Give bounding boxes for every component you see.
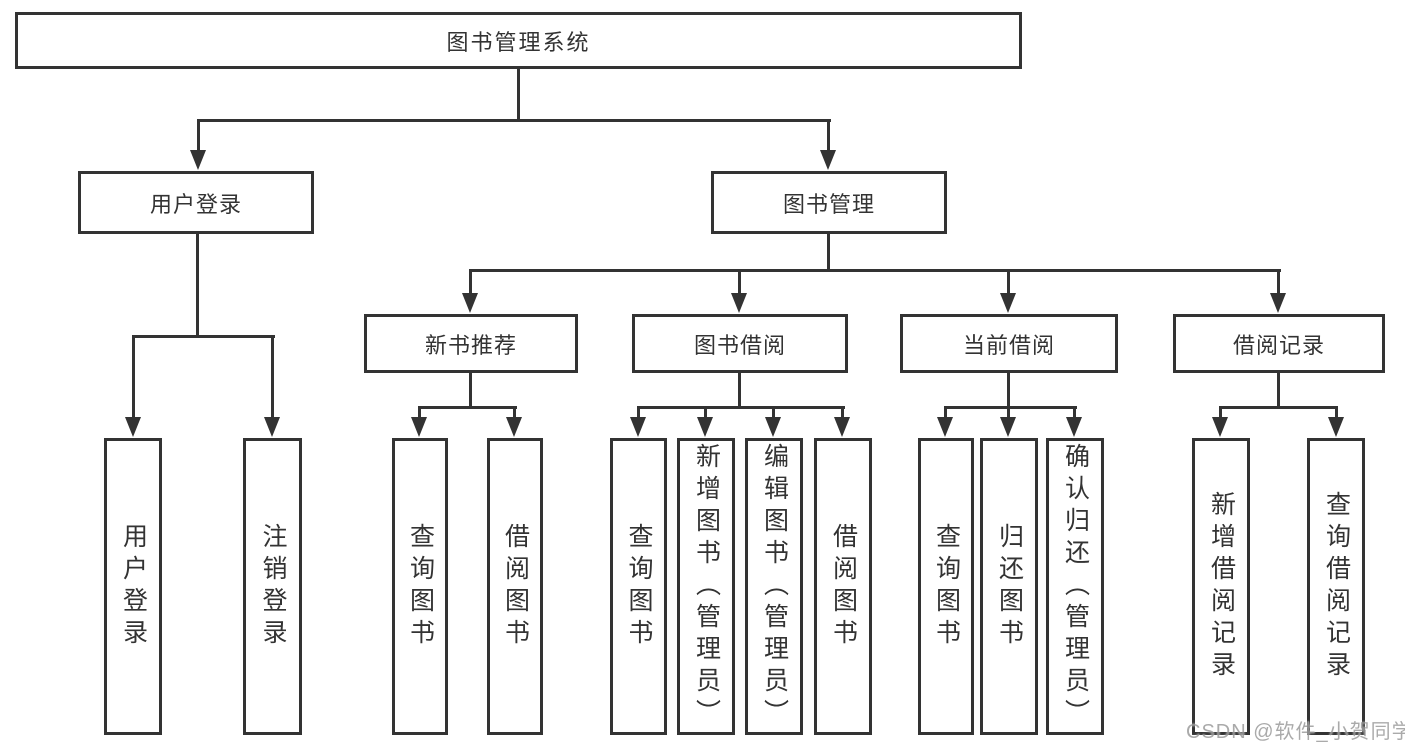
connector-line bbox=[196, 234, 199, 337]
node-label: 图书管理 bbox=[782, 191, 875, 217]
node-label: 新增图书（管理员） bbox=[692, 442, 721, 731]
node-label: 新增借阅记录 bbox=[1207, 490, 1236, 683]
connector-line bbox=[517, 69, 520, 122]
arrow-down-icon bbox=[1212, 417, 1228, 437]
arrow-down-icon bbox=[937, 417, 953, 437]
arrow-down-icon bbox=[820, 150, 836, 170]
connector-line bbox=[1277, 373, 1280, 408]
leaf-edit-book-admin: 编辑图书（管理员） bbox=[745, 438, 803, 735]
connector-line bbox=[1335, 406, 1338, 422]
connector-line bbox=[827, 119, 830, 153]
arrow-down-icon bbox=[506, 417, 522, 437]
connector-line bbox=[469, 269, 472, 296]
leaf-user-login: 用户登录 bbox=[104, 438, 162, 735]
node-label: 借阅图书 bbox=[829, 522, 858, 651]
leaf-query-borrow-record: 查询借阅记录 bbox=[1307, 438, 1365, 735]
arrow-down-icon bbox=[190, 150, 206, 170]
connector-line bbox=[197, 119, 200, 153]
connector-line bbox=[841, 406, 844, 422]
connector-line bbox=[132, 335, 135, 421]
leaf-borrow-books-recommend: 借阅图书 bbox=[487, 438, 543, 735]
node-label: 查询图书 bbox=[932, 522, 961, 651]
leaf-confirm-return-admin: 确认归还（管理员） bbox=[1046, 438, 1104, 735]
node-book-management: 图书管理 bbox=[711, 171, 947, 234]
arrow-down-icon bbox=[1000, 417, 1016, 437]
connector-line bbox=[827, 234, 830, 271]
arrow-down-icon bbox=[1000, 293, 1016, 313]
node-user-login: 用户登录 bbox=[78, 171, 314, 234]
connector-line bbox=[944, 406, 1077, 409]
node-current-borrowing: 当前借阅 bbox=[900, 314, 1118, 373]
node-label: 用户登录 bbox=[119, 522, 148, 651]
connector-line bbox=[637, 406, 640, 422]
leaf-query-books-recommend: 查询图书 bbox=[392, 438, 448, 735]
node-label: 图书借阅 bbox=[693, 332, 786, 358]
connector-line bbox=[1007, 373, 1010, 408]
connector-line bbox=[637, 406, 845, 409]
arrow-down-icon bbox=[630, 417, 646, 437]
connector-line bbox=[1073, 406, 1076, 422]
arrow-down-icon bbox=[834, 417, 850, 437]
connector-line bbox=[738, 269, 741, 296]
arrow-down-icon bbox=[1270, 293, 1286, 313]
leaf-query-books-borrow: 查询图书 bbox=[610, 438, 667, 735]
leaf-add-borrow-record: 新增借阅记录 bbox=[1192, 438, 1250, 735]
node-label: 当前借阅 bbox=[962, 332, 1055, 358]
node-label: 注销登录 bbox=[259, 522, 287, 651]
node-label: 查询图书 bbox=[406, 522, 435, 651]
connector-line bbox=[738, 373, 741, 408]
node-borrowing-records: 借阅记录 bbox=[1173, 314, 1385, 373]
connector-line bbox=[469, 269, 1281, 272]
arrow-down-icon bbox=[765, 417, 781, 437]
node-label: 用户登录 bbox=[149, 191, 242, 217]
arrow-down-icon bbox=[411, 417, 427, 437]
node-label: 借阅记录 bbox=[1232, 332, 1325, 358]
arrow-down-icon bbox=[731, 293, 747, 313]
connector-line bbox=[197, 119, 831, 122]
leaf-logout: 注销登录 bbox=[243, 438, 302, 735]
arrow-down-icon bbox=[1328, 417, 1344, 437]
connector-line bbox=[944, 406, 947, 422]
connector-line bbox=[704, 406, 707, 422]
node-label: 新书推荐 bbox=[424, 332, 517, 358]
connector-line bbox=[418, 406, 421, 422]
node-library-management-system: 图书管理系统 bbox=[15, 12, 1022, 69]
arrow-down-icon bbox=[1066, 417, 1082, 437]
node-label: 归还图书 bbox=[995, 522, 1024, 651]
node-new-book-recommendation: 新书推荐 bbox=[364, 314, 578, 373]
connector-line bbox=[1007, 269, 1010, 296]
arrow-down-icon bbox=[462, 293, 478, 313]
leaf-query-books-current: 查询图书 bbox=[918, 438, 974, 735]
connector-line bbox=[1219, 406, 1338, 409]
node-book-borrowing: 图书借阅 bbox=[632, 314, 848, 373]
connector-line bbox=[271, 335, 274, 421]
leaf-add-book-admin: 新增图书（管理员） bbox=[677, 438, 735, 735]
connector-line bbox=[418, 406, 517, 409]
node-label: 借阅图书 bbox=[501, 522, 530, 651]
watermark: CSDN @软件_小贺同学 bbox=[1186, 721, 1405, 743]
arrow-down-icon bbox=[264, 417, 280, 437]
connector-line bbox=[469, 373, 472, 408]
connector-line bbox=[132, 335, 275, 338]
node-label: 图书管理系统 bbox=[446, 29, 591, 55]
arrow-down-icon bbox=[125, 417, 141, 437]
connector-line bbox=[1219, 406, 1222, 422]
node-label: 确认归还（管理员） bbox=[1061, 442, 1090, 731]
connector-line bbox=[772, 406, 775, 422]
node-label: 查询借阅记录 bbox=[1322, 490, 1351, 683]
leaf-borrow-books-borrow: 借阅图书 bbox=[814, 438, 872, 735]
leaf-return-book: 归还图书 bbox=[980, 438, 1038, 735]
connector-line bbox=[1277, 269, 1280, 296]
node-label: 查询图书 bbox=[625, 522, 653, 651]
connector-line bbox=[1007, 406, 1010, 422]
connector-line bbox=[513, 406, 516, 422]
node-label: 编辑图书（管理员） bbox=[760, 442, 789, 731]
arrow-down-icon bbox=[697, 417, 713, 437]
